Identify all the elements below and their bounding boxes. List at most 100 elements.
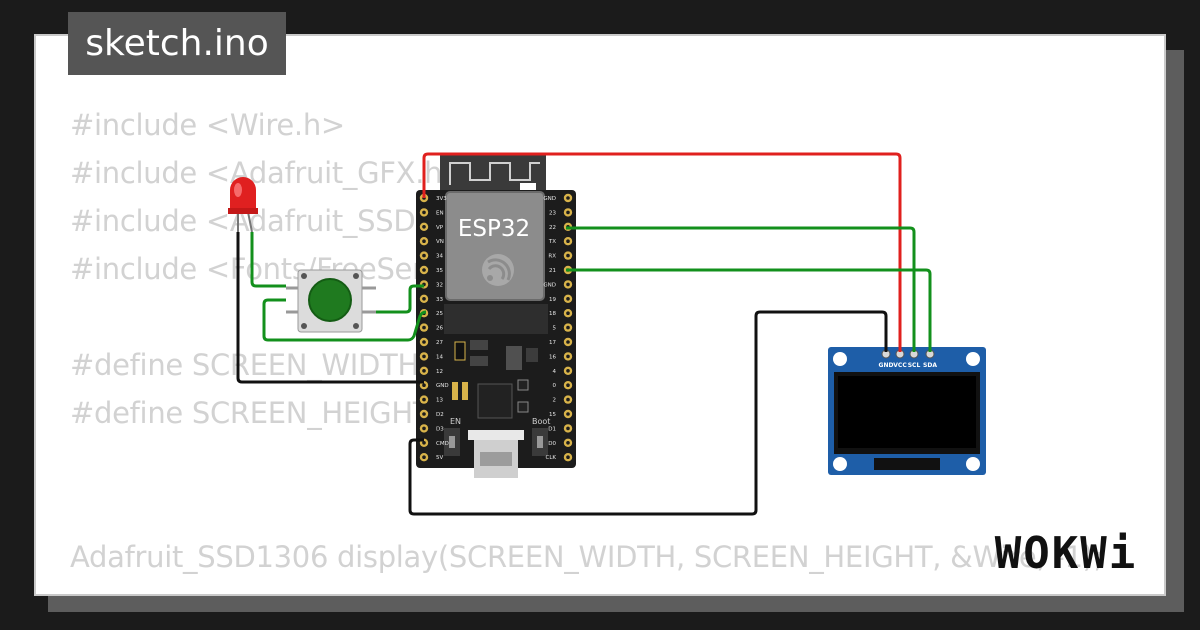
pin-hole: [566, 210, 570, 215]
wire-oled-gnd[interactable]: [408, 310, 888, 516]
pushbutton[interactable]: [286, 269, 376, 333]
wire-led-signal[interactable]: [376, 284, 424, 314]
pin-label: 13: [436, 398, 443, 404]
pin-hole: [422, 253, 426, 258]
pin-hole: [566, 325, 570, 330]
pin-hole: [566, 383, 570, 388]
wire-led-anode[interactable]: [250, 232, 286, 288]
pin-label: EN: [436, 210, 444, 216]
pin-hole: [422, 455, 426, 460]
code-line: Adafruit_SSD1306 display(SCREEN_WIDTH, S…: [70, 540, 1104, 574]
smd-component: [454, 341, 466, 361]
pin-label: 19: [549, 297, 556, 303]
pin-label: 15: [549, 412, 556, 418]
pin-hole: [566, 311, 570, 316]
pin-label: 5V: [436, 455, 443, 461]
pin-label: VN: [436, 239, 444, 245]
pin-hole: [422, 441, 426, 445]
red-led[interactable]: [228, 177, 258, 233]
pin-label: D1: [548, 426, 556, 432]
pin-label: 32: [436, 282, 443, 288]
esp32-left-header: 3V3ENVPVN343532332526271412GND13D2D3CMD5…: [419, 193, 449, 462]
pin-label: 25: [436, 311, 443, 317]
pin-label: 18: [549, 311, 556, 317]
wire-sda[interactable]: [566, 268, 932, 352]
oled-pin-label: VCC: [893, 362, 907, 369]
pin-label: CLK: [545, 455, 556, 461]
pin-hole: [566, 253, 570, 258]
pin-label: CMD: [436, 441, 449, 447]
pin-label: 22: [549, 225, 556, 231]
pin-hole: [566, 412, 570, 416]
wire-scl[interactable]: [566, 226, 916, 352]
pin-hole: [422, 210, 426, 215]
wokwi-logo: WOKWi: [995, 528, 1137, 578]
code-line: #include <Wire.h>: [70, 108, 345, 142]
pin-hole: [422, 239, 426, 243]
boot-label: Boot: [532, 417, 550, 426]
pin-hole: [422, 268, 426, 272]
wire-button[interactable]: [262, 298, 427, 342]
pin-hole: [566, 239, 570, 243]
pin-label: 33: [436, 297, 443, 303]
pin-label: GND: [436, 383, 449, 389]
pin-label: VP: [436, 225, 444, 231]
pin-label: 26: [436, 326, 443, 332]
pin-label: 0: [553, 383, 557, 389]
pin-hole: [422, 340, 426, 344]
mount-hole: [833, 457, 847, 471]
pin-label: D2: [436, 412, 444, 418]
usb-chip: [477, 383, 513, 419]
wire-led-gnd[interactable]: [236, 232, 424, 384]
pin-label: D0: [548, 441, 556, 447]
wokwi-wordmark: WOKWi: [995, 528, 1137, 578]
pin-hole: [566, 455, 570, 460]
pin-label: TX: [548, 239, 556, 245]
pin-hole: [422, 412, 426, 416]
pin-hole: [422, 354, 426, 359]
pin-hole: [566, 196, 570, 200]
oled-screen: [838, 376, 976, 448]
pin-hole: [566, 282, 570, 287]
pin-hole: [566, 441, 570, 445]
button-cap[interactable]: [308, 278, 352, 322]
pin-label: 4: [553, 369, 557, 375]
pin-label: 34: [436, 254, 443, 260]
mount-hole: [833, 352, 847, 366]
pin-label: 2: [553, 398, 557, 404]
mount-hole: [966, 457, 980, 471]
oled-pin-label: SDA: [923, 362, 937, 369]
mount-hole: [966, 352, 980, 366]
pin-hole: [422, 397, 426, 402]
pin-label: 16: [549, 354, 556, 360]
pin-label: 5: [553, 326, 557, 332]
pin-label: 12: [436, 369, 443, 375]
pin-label: 14: [436, 354, 443, 360]
espressif-logo-icon: [482, 254, 514, 286]
pin-label: D3: [436, 426, 444, 432]
pin-hole: [566, 369, 570, 373]
pin-hole: [566, 397, 570, 402]
file-tab[interactable]: sketch.ino: [68, 12, 286, 75]
pin-label: RX: [548, 254, 556, 260]
esp32-shield: [446, 192, 544, 300]
wire-vcc[interactable]: [422, 152, 902, 352]
pin-hole: [422, 297, 426, 301]
pin-hole: [422, 426, 426, 431]
pin-label: 21: [549, 268, 556, 274]
oled-pin-label: SCL: [908, 362, 921, 369]
pin-label: 3V3: [436, 196, 447, 202]
en-label: EN: [450, 417, 461, 426]
pin-label: GND: [543, 196, 556, 202]
pin-hole: [422, 383, 426, 388]
pin-hole: [422, 325, 426, 330]
pin-label: 23: [549, 210, 556, 216]
esp32-label: ESP32: [458, 216, 530, 242]
pin-hole: [422, 369, 426, 373]
antenna-trace-icon: [449, 162, 540, 185]
pin-hole: [566, 297, 570, 301]
